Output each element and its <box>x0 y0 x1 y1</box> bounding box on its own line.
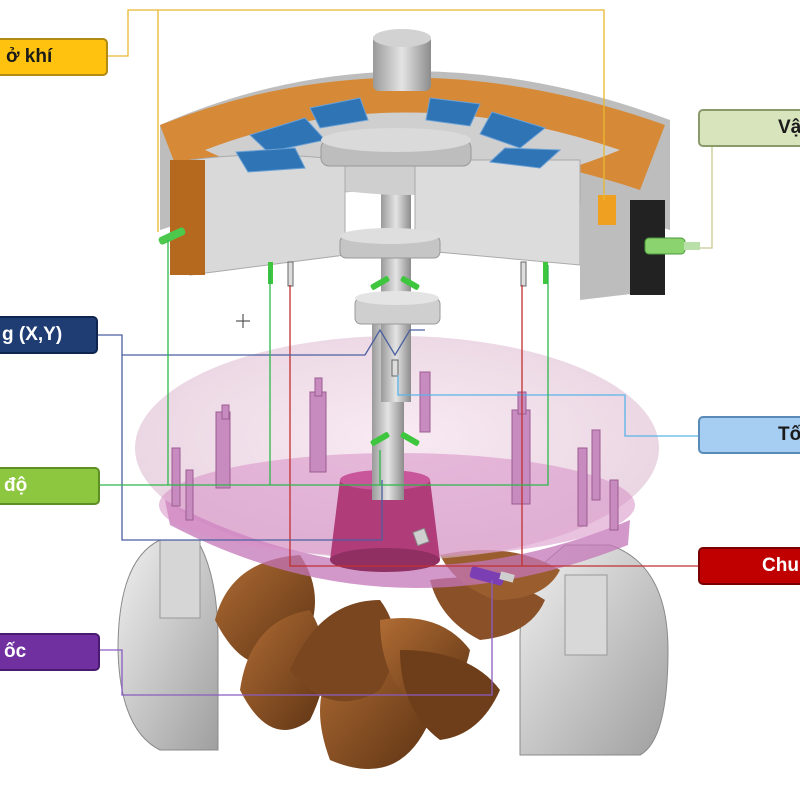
label-temperature-text: độ <box>4 475 28 496</box>
generator <box>160 29 670 325</box>
label-vibration: g (X,Y) <box>0 316 98 354</box>
callout-lines <box>98 9 713 696</box>
label-speed-text: ốc <box>4 641 27 662</box>
sensors <box>158 227 700 586</box>
cursor-crosshair-icon <box>236 314 250 328</box>
turbine-housing <box>117 539 669 756</box>
label-right-middle-text: Tố <box>778 424 800 445</box>
label-air-gap: ở khí <box>0 38 108 76</box>
label-speed: ốc <box>0 633 100 671</box>
label-air-gap-text: ở khí <box>6 46 53 67</box>
label-temperature: độ <box>0 467 100 505</box>
label-right-bottom-text: Chu <box>762 555 799 576</box>
label-right-bottom: Chu <box>698 547 800 585</box>
label-vibration-text: g (X,Y) <box>2 324 63 345</box>
wicket-gates <box>171 371 619 531</box>
label-right-middle: Tố <box>698 416 800 454</box>
label-right-top-text: Vậ <box>778 117 800 138</box>
label-right-top: Vậ <box>698 109 800 147</box>
